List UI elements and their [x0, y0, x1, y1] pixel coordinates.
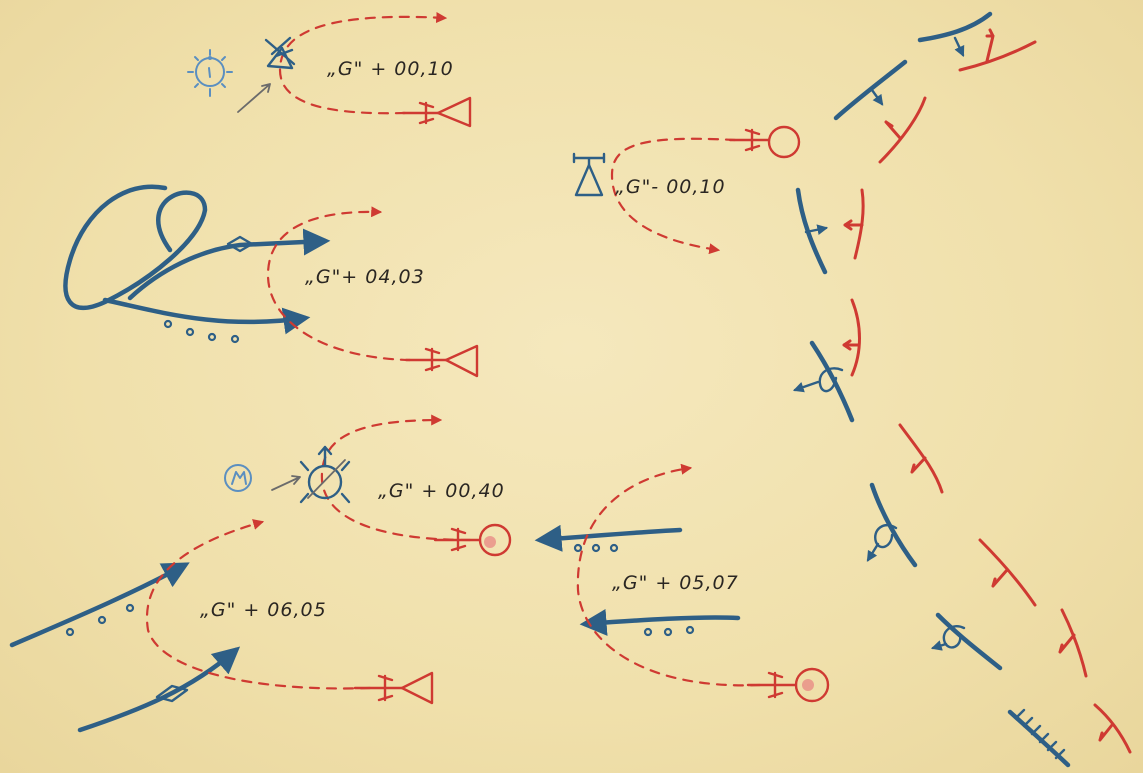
red-unit-triangle	[401, 96, 472, 128]
time-label-g-minus-00-10: „G"- 00,10	[615, 176, 726, 198]
tracked-unit-marks	[643, 625, 695, 637]
red-unit-triangle	[353, 671, 434, 705]
blue-thrust-arrow-lower	[102, 297, 311, 335]
group-g-plus-00-10	[187, 12, 472, 128]
tracked-unit-marks	[163, 319, 240, 344]
tracked-unit-marks	[573, 543, 619, 553]
blue-loop	[63, 184, 208, 310]
nuclear-burst-icon	[187, 49, 233, 97]
blue-front-line	[792, 11, 1071, 768]
tracked-unit-marks	[65, 603, 135, 637]
red-dashed-route	[266, 206, 412, 362]
group-g-plus-06-05	[9, 519, 434, 733]
pointer-arrow	[237, 83, 271, 113]
pointer-arrow	[271, 475, 301, 491]
time-label-g-plus-00-10: „G" + 00,10	[327, 58, 454, 80]
blue-thrust-arrow-upper	[534, 524, 683, 552]
gun-position-icon	[224, 464, 252, 492]
mortar-position-icon	[572, 152, 606, 197]
blue-diamond	[155, 684, 189, 703]
blue-diamond	[226, 235, 254, 253]
red-front-line	[842, 28, 1132, 754]
group-g-plus-04-03	[63, 184, 479, 378]
blue-thrust-arrow-upper	[127, 228, 331, 301]
group-g-plus-05-07	[534, 463, 830, 703]
blue-thrust-arrow-upper	[9, 562, 190, 648]
red-unit-triangle	[404, 344, 479, 378]
red-dashed-route	[145, 519, 372, 690]
blue-thrust-arrow-lower	[77, 646, 241, 733]
red-dashed-route	[320, 414, 472, 542]
group-g-minus-00-10	[572, 125, 801, 255]
group-g-plus-00-40	[224, 414, 512, 557]
time-label-g-plus-00-40: „G" + 00,40	[378, 480, 505, 502]
red-dashed-route	[576, 463, 762, 687]
red-dashed-route	[610, 137, 737, 255]
blue-thrust-arrow-lower	[579, 608, 741, 636]
red-unit-circle	[433, 523, 512, 557]
red-dashed-route	[278, 12, 448, 115]
red-unit-circle	[728, 125, 801, 159]
time-label-g-plus-06-05: „G" + 06,05	[200, 599, 327, 621]
anti-aircraft-icon	[299, 445, 351, 504]
time-label-g-plus-04-03: „G"+ 04,03	[305, 266, 425, 288]
red-unit-circle	[746, 667, 830, 703]
helicopter-icon	[264, 36, 296, 70]
time-label-g-plus-05-07: „G" + 05,07	[612, 572, 739, 594]
